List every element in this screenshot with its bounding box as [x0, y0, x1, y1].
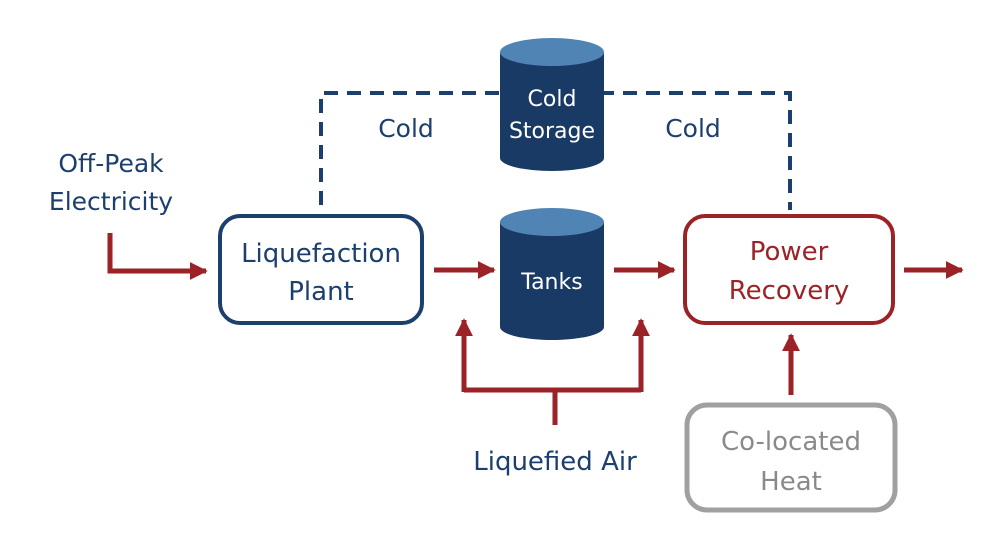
cold-flow-label-right: Cold — [665, 114, 721, 143]
cold-storage-tank — [500, 38, 604, 171]
power-recovery-box — [683, 214, 895, 325]
tanks-label: Tanks — [520, 270, 582, 295]
heat-label-1: Co-located — [721, 427, 861, 457]
heat-label-2: Heat — [760, 467, 822, 497]
co-located-heat-box — [684, 402, 898, 513]
cold-storage-label-1: Cold — [528, 87, 577, 112]
electricity-label-1: Off-Peak — [58, 149, 164, 178]
liquefied-air-bracket — [464, 387, 641, 425]
liquefied-air-label: Liquefied Air — [473, 447, 637, 477]
liquefaction-plant-box — [218, 214, 424, 325]
liquefaction-label-1: Liquefaction — [241, 239, 401, 269]
electricity-label-2: Electricity — [49, 187, 173, 216]
cold-flow-label-left: Cold — [378, 114, 434, 143]
liquefaction-label-2: Plant — [288, 277, 354, 307]
cold-storage-label-2: Storage — [509, 119, 595, 144]
electricity-arrow — [107, 233, 208, 280]
power-recovery-label-1: Power — [750, 237, 829, 267]
tanks-cylinder — [500, 208, 604, 340]
power-recovery-label-2: Recovery — [729, 276, 850, 306]
